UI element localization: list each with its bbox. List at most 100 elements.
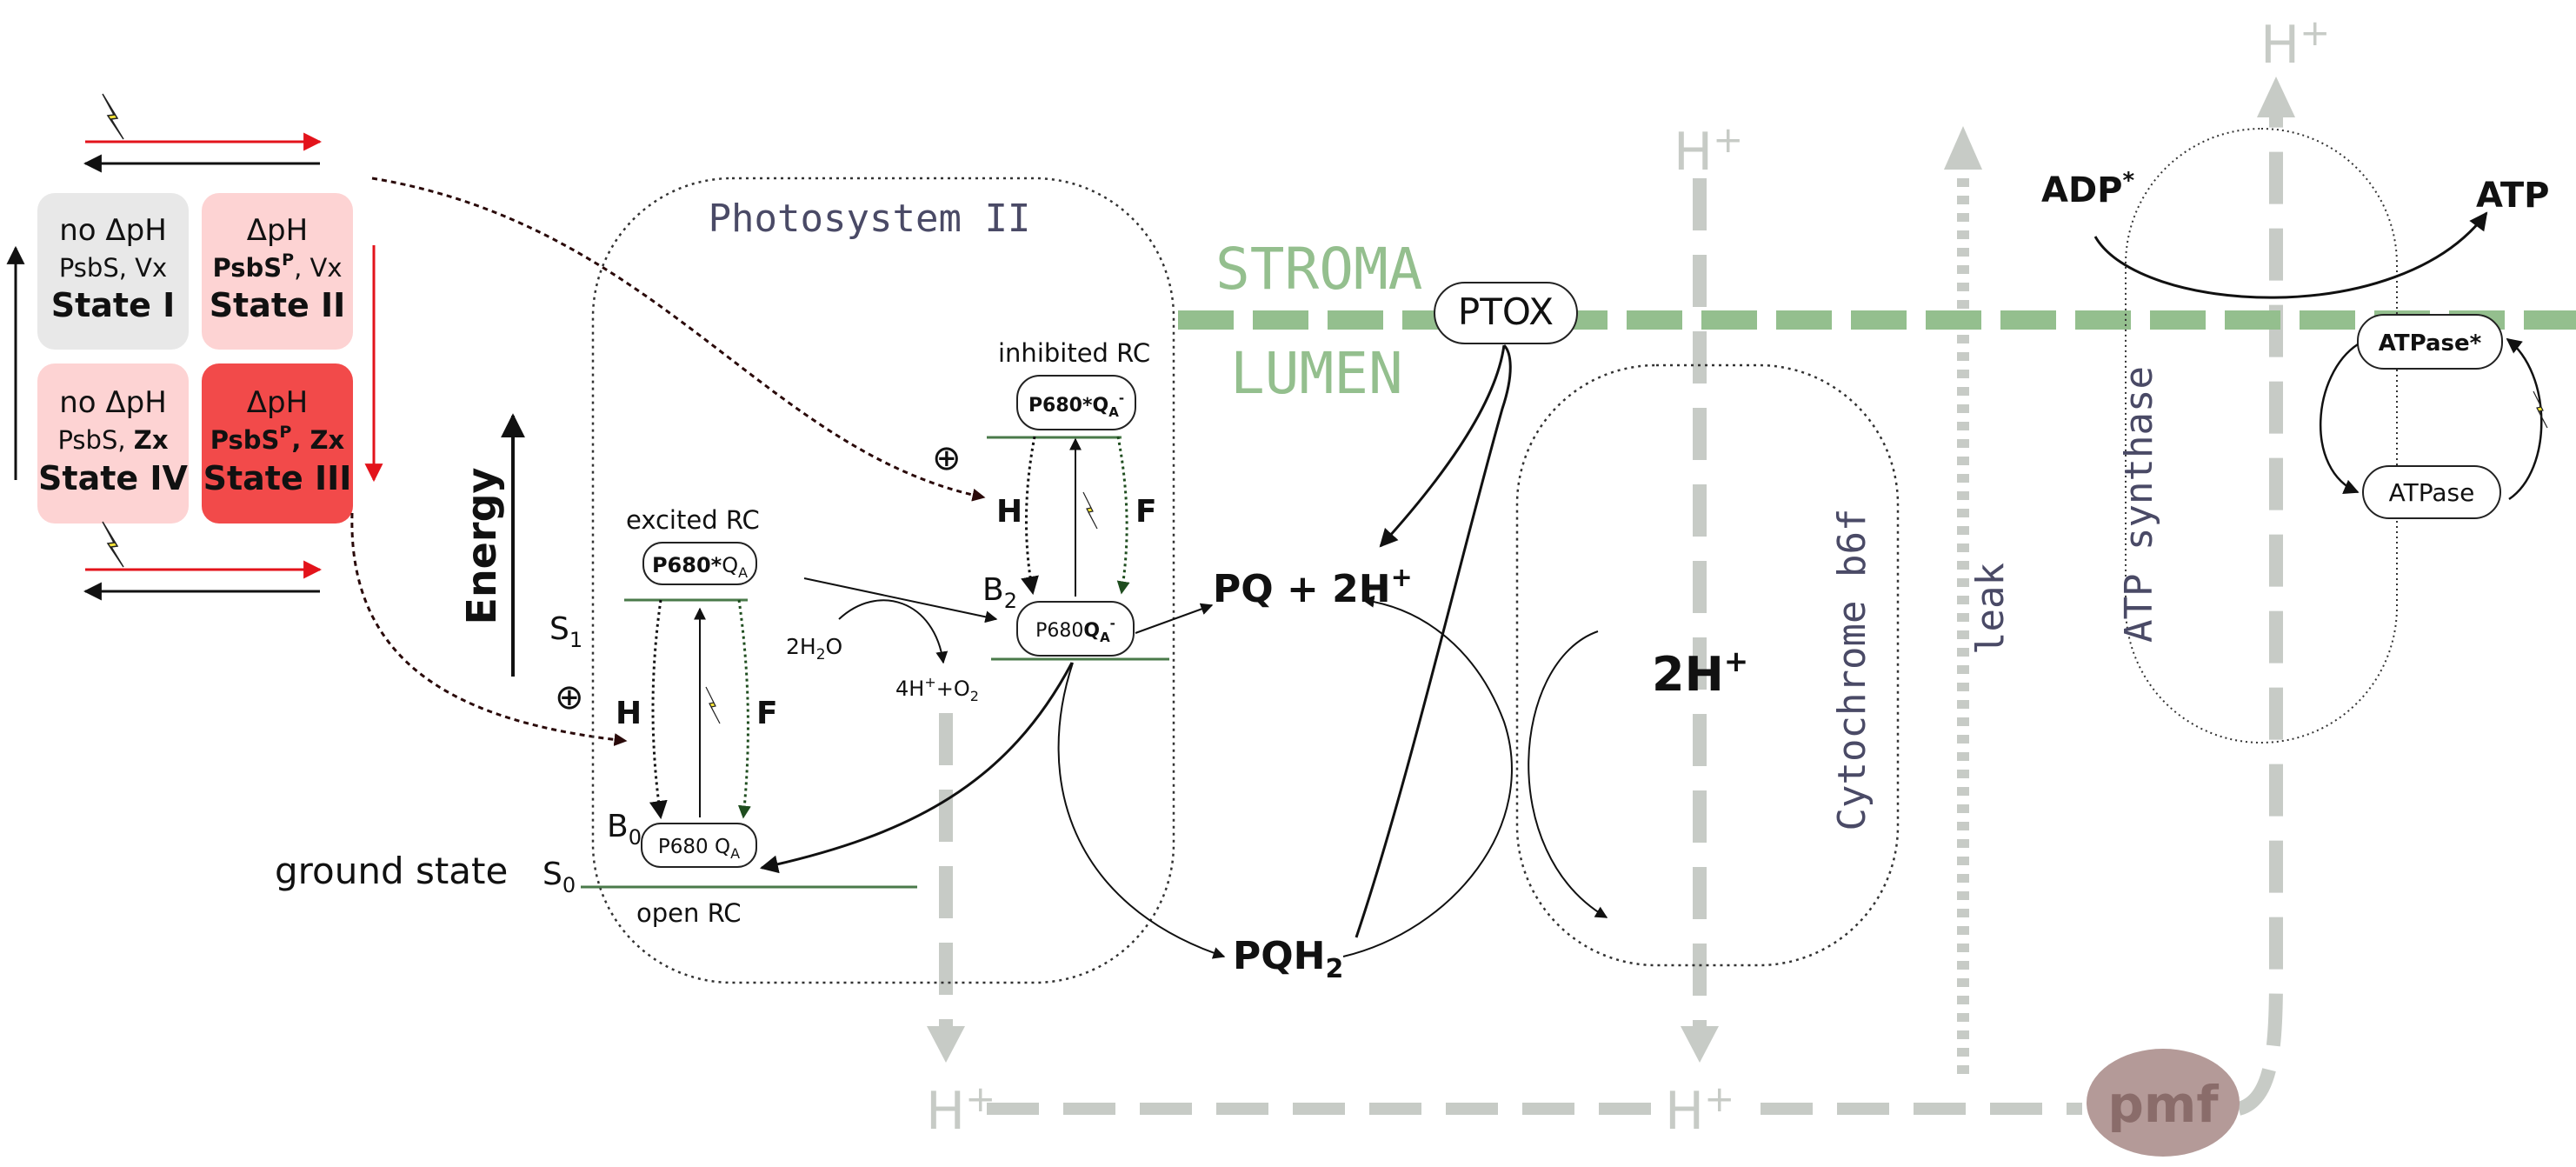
water-label: 2H2O: [786, 634, 842, 664]
state-ii-to-inhibited-connector: [371, 177, 986, 502]
inhibited-top-box: [1016, 375, 1136, 430]
pqh2-label: PQH2: [1233, 934, 1343, 984]
atpase-label: ATPase: [2389, 478, 2475, 507]
lightning-top-icon: [102, 93, 124, 140]
psii-proton-arrowhead: [927, 1026, 965, 1063]
ground-rc-box: [641, 823, 757, 868]
state-iv-cell: [37, 363, 189, 523]
state-iii-cell: [202, 363, 353, 523]
state-i-ph: no ΔpH: [59, 213, 167, 248]
proton-label-atp-top: H+: [2260, 11, 2330, 76]
ground-rc-text: P680 QA: [658, 836, 740, 862]
state-transition-arrows: [6, 93, 383, 601]
state-i-cell: [37, 193, 189, 350]
state-i-proteins: PsbS, Vx: [59, 253, 167, 283]
state-ii-label: State II: [210, 286, 346, 324]
proton-label-psii-bottom: H+: [926, 1077, 995, 1142]
ptox-to-pq-arrow: [1379, 344, 1506, 548]
pq-label: PQ + 2H+: [1213, 563, 1413, 611]
state-iv-proteins: PsbS, Zx: [57, 425, 168, 455]
oxygen-label: 4H++O2: [895, 674, 979, 704]
inhibited-h-label: H: [996, 494, 1022, 530]
lightning-atpase-icon: [2533, 390, 2548, 429]
excited-rc-label: excited RC: [626, 505, 760, 535]
state-ii-ph: ΔpH: [247, 213, 308, 248]
atpase-star-label: ATPase*: [2379, 330, 2482, 357]
heat-decay-arrow: [649, 599, 668, 820]
water-splitting-arrow: [838, 599, 949, 664]
cytochrome-b6f-title: Cytochrome b6f: [1830, 509, 1874, 831]
b2-label: B2: [982, 572, 1017, 613]
inhibited-fluorescence-arrow: [1116, 436, 1130, 595]
proton-flow-network: [927, 77, 2295, 1116]
excited-f-label: F: [756, 696, 778, 731]
state-iii-to-excited-connector: [350, 512, 628, 746]
ground-state-label: ground state: [275, 850, 508, 892]
lightning-bottom-icon: [102, 521, 124, 568]
atpase-activation-arrow: [2506, 337, 2543, 501]
state-iv-label: State IV: [38, 459, 188, 497]
lumen-label: LUMEN: [1230, 340, 1403, 407]
leak-arrowhead: [1944, 126, 1982, 170]
proton-label-cyt-top: H+: [1674, 118, 1743, 183]
atp-proton-arrowhead: [2257, 77, 2295, 117]
atp-synthase-boundary: [2125, 128, 2398, 744]
pqh2-to-ptox-line: [1355, 343, 1512, 938]
atpase-box: [2362, 465, 2501, 519]
state-iv-ph: no ΔpH: [59, 385, 167, 420]
pmf-blob: [2087, 1049, 2240, 1157]
adp-label: ADP*: [2041, 168, 2134, 210]
lightning-excited-icon: [705, 686, 721, 724]
s0-label: S0: [542, 857, 576, 897]
state-i-label: State I: [51, 286, 175, 324]
inhibited-rc-label: inhibited RC: [998, 338, 1150, 368]
cyt-protons-label: 2H+: [1652, 644, 1748, 702]
inhibited-f-label: F: [1135, 494, 1157, 530]
inhibited-low-text: P680QA-: [1035, 616, 1115, 645]
photosystem-ii-title: Photosystem II: [709, 197, 1031, 241]
cyt-proton-release-arrow: [1528, 630, 1608, 918]
adp-to-atp-arrow: [2093, 211, 2488, 299]
proton-label-cyt-bottom: H+: [1665, 1077, 1734, 1142]
open-rc-label: open RC: [636, 898, 742, 928]
b2-to-pq-arrow: [1135, 603, 1214, 634]
state-iii-label: State III: [203, 459, 352, 497]
lightning-inhibited-icon: [1082, 491, 1098, 530]
atp-label: ATP: [2476, 176, 2549, 216]
pmf-label: pmf: [2107, 1075, 2219, 1134]
b0-label: B0: [607, 809, 642, 850]
fluorescence-decay-arrow: [737, 599, 751, 819]
pqh2-to-pq-cycle-arrow: [1342, 595, 1513, 957]
stroma-label: STROMA: [1215, 236, 1422, 303]
atp-proton-line: [2236, 113, 2283, 1116]
plus-symbol-inhibited: ⊕: [932, 438, 962, 478]
b2-to-pqh2-arrow: [1057, 662, 1226, 959]
state-ii-proteins: PsbSP, Vx: [212, 250, 342, 283]
cytochrome-b6f-boundary: [1515, 363, 1900, 967]
inhibited-top-text: P680*QA-: [1028, 390, 1124, 420]
state-matrix: no ΔpH PsbS, Vx State I ΔpH PsbSP, Vx St…: [37, 193, 353, 523]
excited-rc-box: [642, 542, 757, 585]
leak-label: leak: [1968, 563, 2013, 655]
atpase-star-box: [2357, 314, 2503, 370]
excited-to-b2-arrow: [803, 577, 998, 624]
s1-label: S1: [549, 611, 582, 652]
proton-labels: H+ H+ H+ H+: [926, 11, 2330, 1142]
excited-h-label: H: [616, 696, 642, 731]
energy-axis-label: Energy: [458, 468, 505, 625]
plus-symbol-excited: ⊕: [555, 677, 584, 717]
ptox-box: [1434, 282, 1578, 344]
cyt-proton-arrowhead: [1681, 1026, 1719, 1063]
inhibited-low-box: [1016, 601, 1135, 657]
state-ii-cell: [202, 193, 353, 350]
excited-rc-text: P680*QA: [652, 553, 748, 581]
inhibited-heat-arrow: [1021, 436, 1039, 596]
b2-to-ground-arrow: [759, 662, 1074, 874]
state-iii-proteins: PsbSP, Zx: [210, 423, 345, 455]
ptox-label: PTOX: [1458, 290, 1554, 333]
atpase-deactivation-arrow: [2320, 343, 2360, 494]
atp-synthase-title: ATP synthase: [2117, 366, 2161, 643]
state-iii-ph: ΔpH: [247, 385, 308, 420]
